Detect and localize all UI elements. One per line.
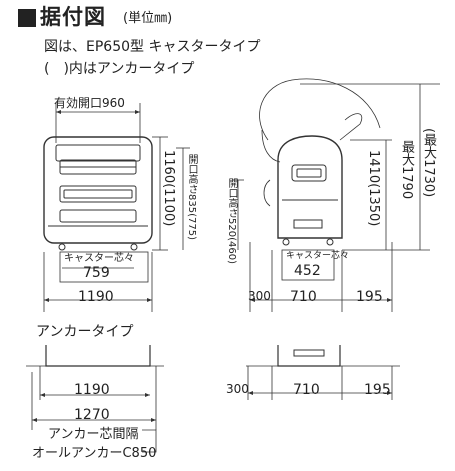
front-height: 1160(1100) [161, 150, 176, 227]
anchor-depth-front: 300 [226, 382, 249, 396]
note-line-2: ( )内はアンカータイプ [44, 61, 195, 77]
page-title: 据付図 [40, 5, 106, 29]
note-line-1: 図は、EP650型 キャスタータイプ [44, 39, 261, 55]
anchor-label: アンカー芯間隔 [48, 427, 139, 442]
side-height-max-anchor: (最大1730) [421, 128, 436, 198]
anchor-width: 1190 [74, 382, 110, 398]
anchor-depth: 710 [293, 382, 320, 398]
anchor-section-title: アンカータイプ [36, 324, 134, 340]
front-opening-width: 有効開口960 [54, 96, 125, 110]
front-view-container [43, 136, 153, 251]
side-opening-height: 開口高さ520(460) [226, 178, 237, 264]
side-depth: 710 [290, 289, 317, 305]
side-caster-value: 452 [294, 263, 321, 279]
anchor-spec: オールアンカーC850 [32, 446, 157, 461]
side-depth-front: 300 [248, 289, 271, 303]
title-square-icon [18, 9, 36, 27]
unit-label: (単位㎜) [123, 11, 173, 26]
front-caster-label: キャスター芯々 [64, 253, 134, 264]
side-height-max: 最大1790 [399, 140, 414, 200]
front-width: 1190 [78, 289, 114, 305]
side-height-closed: 1410(1350) [366, 150, 381, 227]
front-opening-height: 開口高さ835(775) [186, 154, 197, 240]
anchor-depth-rear: 195 [364, 382, 391, 398]
anchor-span: 1270 [74, 407, 110, 423]
anchor-front-section [26, 345, 164, 453]
side-view-container [259, 78, 381, 246]
front-caster-value: 759 [83, 265, 110, 281]
anchor-side-section [246, 345, 400, 400]
side-depth-rear: 195 [356, 289, 383, 305]
side-caster-label: キャスター芯々 [286, 251, 350, 261]
